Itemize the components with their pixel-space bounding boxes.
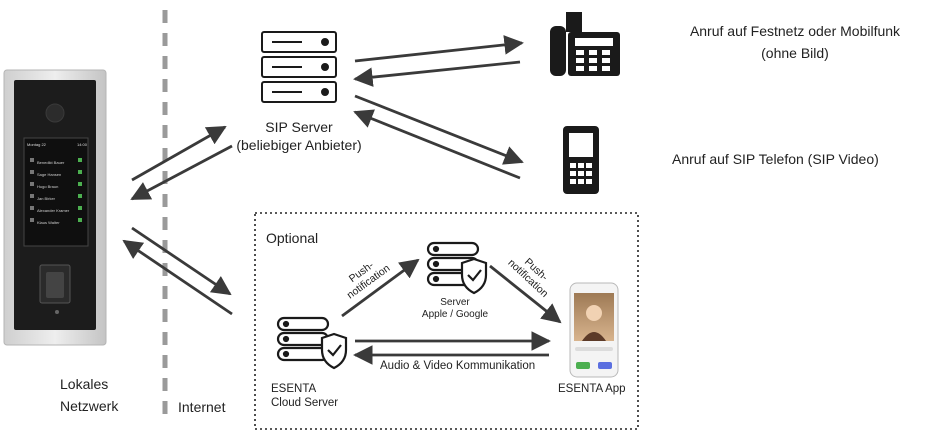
cloud-server-line2: Cloud Server <box>271 397 339 409</box>
internet-label: Internet <box>178 399 226 415</box>
connection-arrows <box>122 35 562 365</box>
device-display-time: 14:00 <box>76 142 87 147</box>
device-contact: Sage Hansen <box>37 172 62 177</box>
device-contact: Benedikt Bauer <box>37 160 65 165</box>
device-contact: Hugo Braun <box>37 184 59 189</box>
app-door-button-icon <box>598 362 612 369</box>
door-station-device <box>3 69 107 346</box>
landline-destination-label: Anruf auf Festnetz oder Mobilfunk (ohne … <box>650 20 940 64</box>
landline-destination-line1: Anruf auf Festnetz oder Mobilfunk <box>689 23 901 39</box>
device-contact: Jan Birker <box>37 196 56 201</box>
local-network-label-line1: Lokales <box>60 376 109 392</box>
landline-phone-icon <box>550 12 620 76</box>
apple-google-server-line2: Apple / Google <box>421 309 489 320</box>
camera-lens-icon <box>45 103 65 123</box>
device-contact: Alexander Kramer <box>37 208 70 213</box>
cloud-server-label: ESENTA Cloud Server <box>271 382 338 410</box>
esenta-app-phone <box>569 282 619 378</box>
local-network-label-line2: Netzwerk <box>60 398 119 414</box>
device-contact-list <box>30 158 82 222</box>
cloud-server-line1: ESENTA <box>271 383 317 395</box>
apple-google-server-icon <box>426 241 488 295</box>
device-display-date: Montag 22 <box>27 142 46 147</box>
device-contact: Klaus Walter <box>37 220 60 225</box>
cloud-server-icon <box>276 316 348 370</box>
esenta-app-label: ESENTA App <box>558 383 626 395</box>
apple-google-server-label: Server Apple / Google <box>405 297 505 321</box>
sip-server-subtitle: (beliebiger Anbieter) <box>236 137 362 153</box>
device-display-header: Montag 22 14:00 <box>27 142 87 152</box>
sip-server-label: SIP Server (beliebiger Anbieter) <box>219 118 379 154</box>
device-contacts: Benedikt Bauer Sage Hansen Hugo Braun Ja… <box>37 157 77 229</box>
optional-box-title: Optional <box>266 230 319 246</box>
sip-server-icon <box>261 31 337 103</box>
device-display <box>23 137 89 247</box>
local-network-label: Lokales Netzwerk <box>60 373 118 417</box>
optional-box-frame <box>254 212 639 430</box>
sip-phone-icon <box>563 126 599 194</box>
apple-google-server-line1: Server <box>440 297 470 308</box>
app-answer-button-icon <box>576 362 590 369</box>
sip-server-title: SIP Server <box>265 119 333 135</box>
audio-video-label: Audio & Video Kommunikation <box>380 360 536 372</box>
landline-destination-line2: (ohne Bild) <box>761 45 829 61</box>
sip-phone-destination-label: Anruf auf SIP Telefon (SIP Video) <box>672 151 879 167</box>
